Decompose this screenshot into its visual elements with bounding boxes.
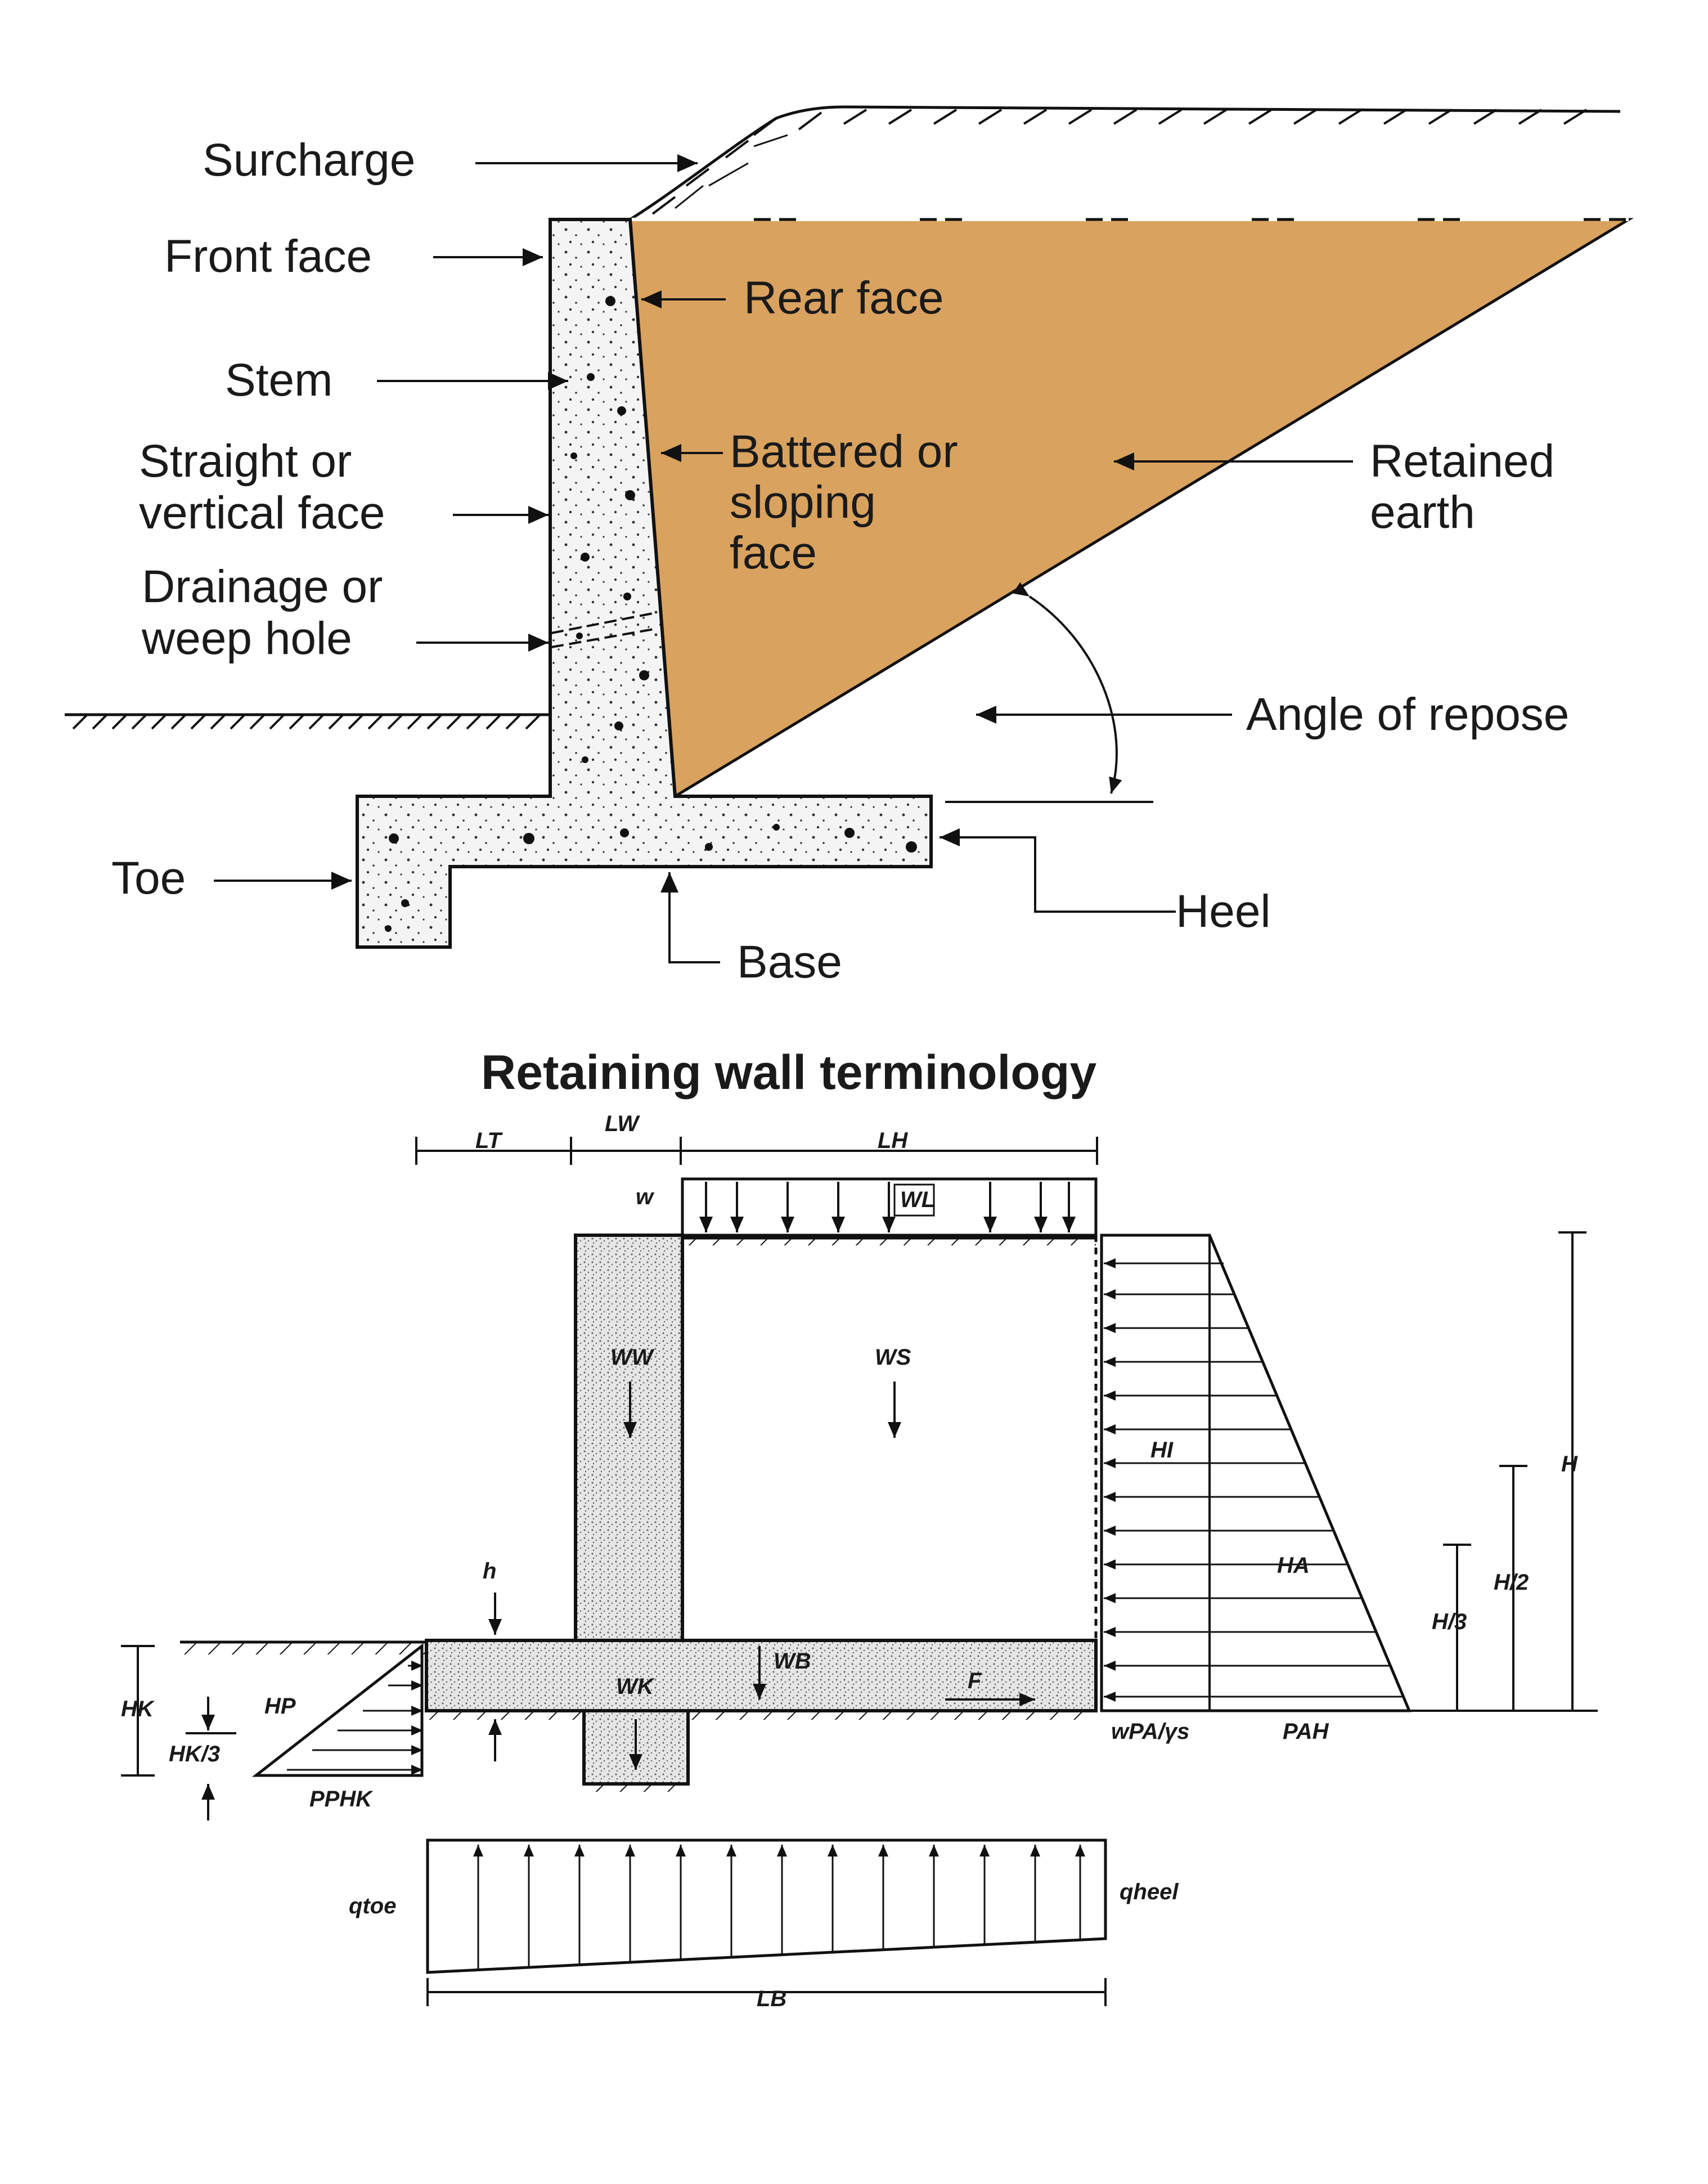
label-earth: earth: [1370, 487, 1475, 538]
label-lh: LH: [878, 1128, 908, 1153]
label-H2: H/2: [1494, 1570, 1529, 1595]
label-hi: HI: [1150, 1438, 1174, 1463]
wall-loading-diagram: LT LW LH w WL WW: [121, 1111, 1598, 2011]
label-ha: HA: [1277, 1553, 1310, 1578]
label-hk: HK: [121, 1697, 155, 1721]
wall-concrete: [356, 218, 933, 949]
label-lb: LB: [757, 1986, 786, 2011]
label-ws: WS: [875, 1345, 911, 1370]
surcharge-hatch: [651, 109, 1588, 215]
label-straight-or: Straight or: [139, 436, 352, 487]
label-pah: PAH: [1283, 1719, 1329, 1744]
label-wk: WK: [616, 1674, 655, 1699]
label-heel: Heel: [1176, 886, 1271, 937]
label-wb: WB: [774, 1649, 811, 1674]
base-pressure-diagram: [426, 1838, 1107, 1974]
label-drainage-or: Drainage or: [142, 561, 383, 612]
surcharge-slope: [629, 105, 1621, 221]
label-rear-face: Rear face: [744, 272, 944, 324]
label-sloping: sloping: [730, 477, 876, 528]
label-base: Base: [737, 936, 842, 988]
wall-terminology-diagram: Surcharge Front face Rear face Stem Stra…: [65, 105, 1634, 1100]
label-w: w: [636, 1185, 655, 1209]
label-qtoe: qtoe: [349, 1894, 396, 1918]
label-wpa: wPA/γs: [1111, 1719, 1189, 1744]
label-pphk: PPHK: [309, 1787, 374, 1811]
label-f: F: [968, 1669, 982, 1693]
label-retained: Retained: [1370, 436, 1554, 487]
figure-caption: Retaining wall terminology: [481, 1046, 1096, 1100]
label-H: H: [1561, 1452, 1578, 1477]
label-h: h: [483, 1559, 496, 1584]
label-surcharge: Surcharge: [203, 134, 415, 186]
label-weep-hole: weep hole: [141, 613, 352, 664]
label-wl: WL: [900, 1187, 935, 1212]
label-front-face: Front face: [164, 231, 372, 282]
label-lw: LW: [605, 1111, 640, 1136]
label-battered-or: Battered or: [730, 426, 958, 477]
label-qheel: qheel: [1120, 1880, 1179, 1904]
label-H3: H/3: [1432, 1609, 1467, 1634]
label-stem: Stem: [225, 355, 332, 406]
label-hp: HP: [264, 1694, 296, 1719]
label-vertical-face: vertical face: [139, 487, 385, 539]
label-toe: Toe: [111, 853, 186, 904]
label-ww: WW: [610, 1345, 655, 1370]
active-pressure-diagram: [1100, 1234, 1412, 1712]
label-face: face: [730, 527, 817, 578]
angle-of-repose-arc: [1013, 582, 1122, 794]
label-angle-of-repose: Angle of repose: [1246, 689, 1569, 740]
label-hk3: HK/3: [169, 1742, 220, 1766]
label-lt: LT: [475, 1128, 503, 1153]
